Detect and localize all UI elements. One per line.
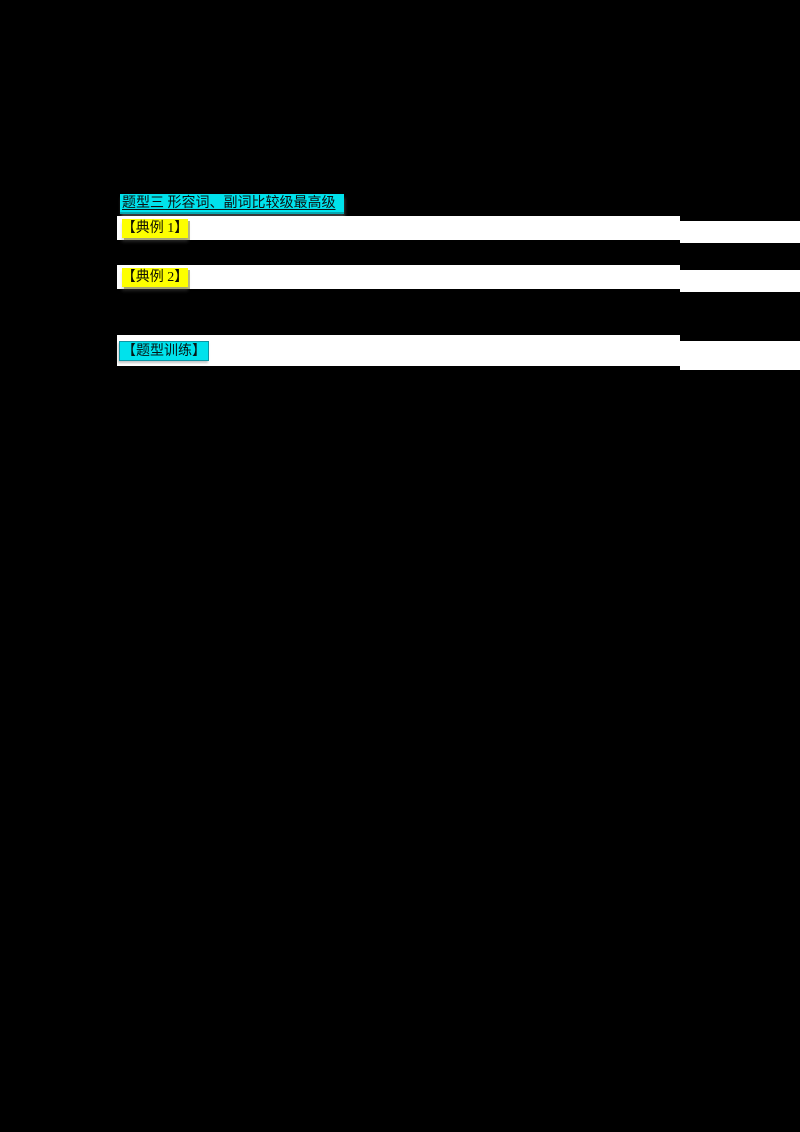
blank-content-band-3-right <box>680 341 800 370</box>
section-heading-title: 题型三 形容词、副词比较级最高级 <box>122 196 336 211</box>
example-1-heading-label: 【典例 1】 <box>122 221 188 236</box>
example-2-heading: 【典例 2】 <box>122 268 188 287</box>
training-section-heading-label: 【题型训练】 <box>122 343 206 359</box>
blank-content-band-1 <box>117 216 680 240</box>
example-2-heading-label: 【典例 2】 <box>122 270 188 285</box>
section-heading-highlight: 题型三 形容词、副词比较级最高级 <box>120 194 344 214</box>
blank-content-band-2 <box>117 265 680 289</box>
blank-content-band-2-right <box>680 270 800 292</box>
blank-content-band-3 <box>117 335 680 366</box>
example-1-heading: 【典例 1】 <box>122 219 188 238</box>
training-section-heading: 【题型训练】 <box>119 341 209 361</box>
blank-content-band-1-right <box>680 221 800 243</box>
